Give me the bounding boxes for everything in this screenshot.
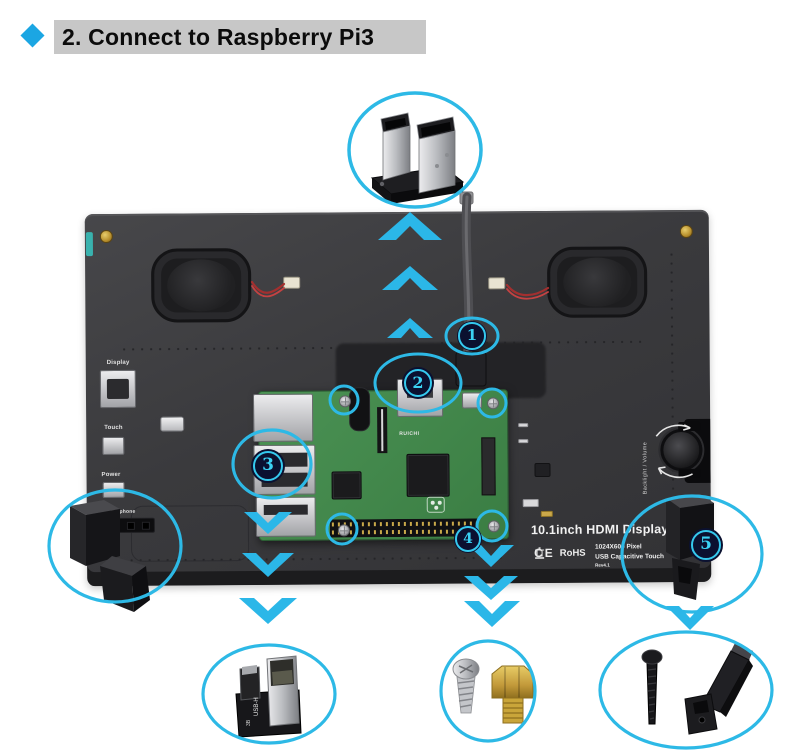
display-port-label: Display xyxy=(106,359,130,367)
board-model-text: 10.1inch HDMI Display-H xyxy=(530,522,683,538)
mounting-screw xyxy=(487,520,500,533)
board-component xyxy=(522,499,539,508)
mounting-screw xyxy=(338,395,352,408)
weee-bin-icon xyxy=(535,547,545,559)
board-resolution-text: 1024X600 Pixel xyxy=(595,543,642,551)
board-component xyxy=(518,423,529,428)
board-revision-text: Rev4.1 xyxy=(595,562,610,568)
callout-badge-1: 1 xyxy=(457,321,487,351)
callout-badge-3: 3 xyxy=(251,449,285,483)
dsi-connector xyxy=(481,437,496,496)
usb-adapter-label2: 3B xyxy=(246,719,252,726)
speaker-left xyxy=(150,248,252,323)
power-micro-usb-port xyxy=(102,481,125,499)
mounting-screw xyxy=(486,397,500,410)
micro-usb-power xyxy=(461,392,483,409)
speaker-connector-right xyxy=(488,277,506,290)
rohs-mark: RoHS xyxy=(559,547,586,559)
earphone-port-label: Earphone xyxy=(110,508,136,516)
camera-connector xyxy=(377,407,388,454)
raspberry-pi-board: RUICHI xyxy=(252,378,509,541)
callout-badge-2: 2 xyxy=(402,367,434,399)
usb-adapter-circle xyxy=(201,643,337,745)
ethernet-port xyxy=(252,393,314,443)
usb-port-lower xyxy=(255,496,316,537)
stand-parts-circle xyxy=(598,630,774,750)
down-arrow xyxy=(464,601,520,627)
usb-slot xyxy=(263,504,308,516)
diamond-bullet-icon xyxy=(20,23,45,48)
screw-and-standoff-part xyxy=(452,658,534,724)
stand-screw-and-bracket-part xyxy=(641,643,753,735)
section-title-highlight: 2. Connect to Raspberry Pi3 xyxy=(54,20,426,54)
hdmi-display-port xyxy=(99,369,137,409)
etched-outline xyxy=(130,505,250,562)
callout-badge-4: 4 xyxy=(454,525,482,553)
speaker-cone xyxy=(167,259,236,312)
section-title: 2. Connect to Raspberry Pi3 xyxy=(62,23,375,50)
speaker-cone xyxy=(563,257,632,308)
board-edge-mark xyxy=(85,232,94,257)
touch-micro-usb-port xyxy=(102,436,125,456)
speaker-connector-left xyxy=(283,276,301,289)
display-board: Display Touch Power Earphone Backlight /… xyxy=(84,209,712,587)
board-component xyxy=(534,462,551,478)
callout-badge-5: 5 xyxy=(689,528,723,562)
port-opening xyxy=(106,378,129,400)
usb-adapter-part: USB-H 3B xyxy=(235,655,302,738)
usb-hub-chip xyxy=(331,471,362,500)
mounting-screw xyxy=(337,524,350,537)
earphone-jack xyxy=(106,517,155,534)
board-touch-text: USB Capacitive Touch xyxy=(595,552,665,561)
raspberry-pi-logo xyxy=(426,496,445,513)
corner-screw xyxy=(679,224,693,239)
board-button xyxy=(160,416,185,432)
av-jack xyxy=(348,387,371,432)
dial-rotation-arrows xyxy=(655,424,693,479)
hdmi-adapter-part xyxy=(370,112,465,204)
soc-chip xyxy=(406,453,450,497)
screws-circle xyxy=(439,639,537,743)
board-component xyxy=(518,439,529,444)
down-arrow xyxy=(239,598,297,624)
pi-silkscreen-text: RUICHI xyxy=(399,430,420,437)
down-arrow xyxy=(666,606,714,630)
dial-label: Backlight / Volume xyxy=(642,441,649,495)
power-port-label: Power xyxy=(101,471,121,479)
hdmi-adapter-circle xyxy=(347,91,483,209)
usb-adapter-label: USB-H xyxy=(254,697,260,716)
touch-port-label: Touch xyxy=(104,424,123,432)
board-component xyxy=(540,510,553,518)
section-title-row: 2. Connect to Raspberry Pi3 xyxy=(0,18,800,58)
speaker-right xyxy=(546,246,648,318)
corner-screw xyxy=(99,229,113,244)
